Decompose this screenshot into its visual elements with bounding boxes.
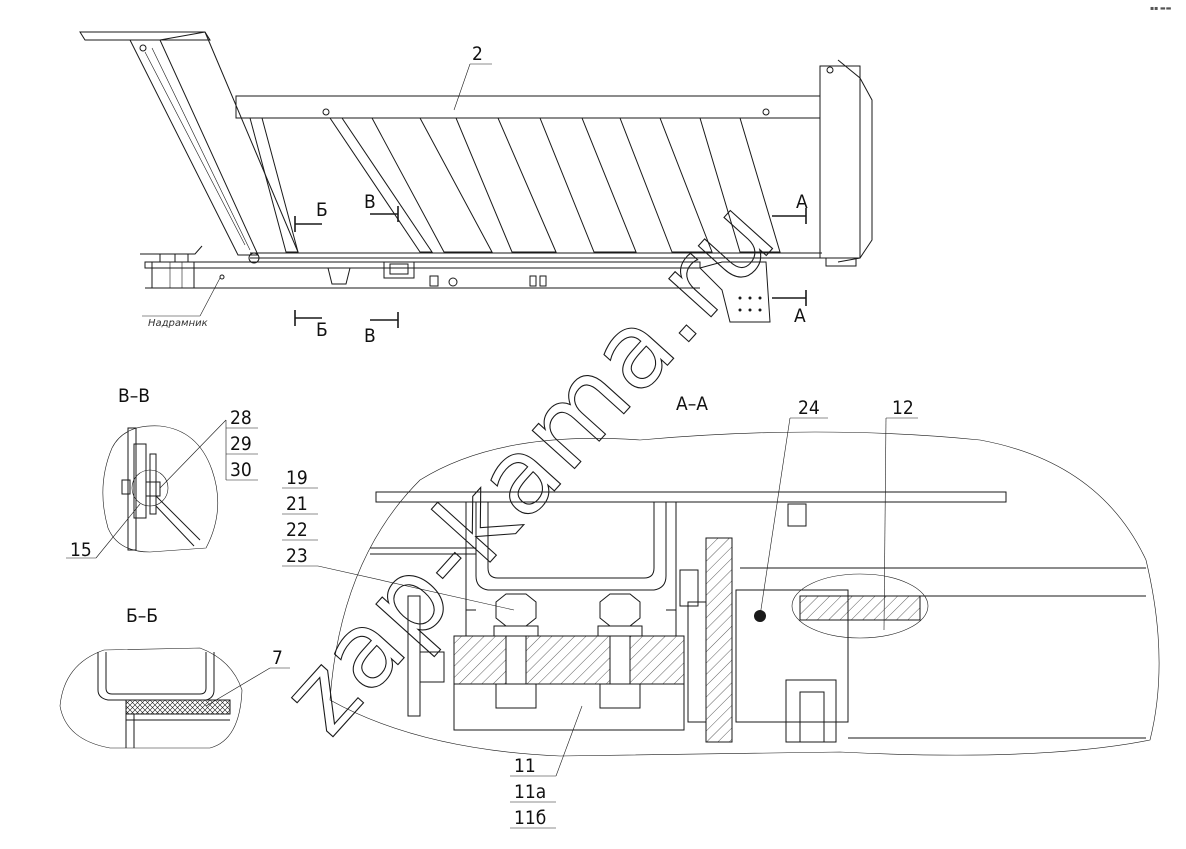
dump-body-view: 2 Б Б В В А А Надрамник bbox=[79, 31, 873, 347]
section-vv-title: В–В bbox=[118, 385, 150, 407]
label-item-30: 30 bbox=[230, 459, 252, 481]
front-bracket bbox=[699, 261, 771, 323]
section-vv: В–В 28 29 30 15 bbox=[66, 385, 258, 561]
section-bb-title: Б–Б bbox=[126, 605, 158, 627]
subframe-top bbox=[144, 261, 701, 269]
cut-mark-b-bottom: Б bbox=[316, 319, 328, 341]
tailgate-top-plate bbox=[79, 31, 211, 41]
pivot-pin bbox=[248, 252, 260, 264]
side-ribs bbox=[249, 117, 781, 253]
body-top-rail bbox=[235, 95, 821, 119]
label-subframe: Надрамник bbox=[148, 318, 208, 329]
label-item-2: 2 bbox=[472, 43, 483, 65]
label-item-15: 15 bbox=[70, 539, 92, 561]
cut-mark-v-top: В bbox=[364, 191, 376, 213]
label-item-23: 23 bbox=[286, 545, 308, 567]
front-bracket-bolts bbox=[738, 296, 762, 312]
section-bb: Б–Б 7 bbox=[59, 605, 290, 749]
cut-mark-a-top: А bbox=[796, 191, 808, 213]
tailgate bbox=[129, 39, 259, 256]
corner-mark: ▪▪ ▬▬ bbox=[1150, 5, 1172, 12]
label-item-12: 12 bbox=[892, 397, 914, 419]
aa-clamp-plate bbox=[453, 635, 685, 685]
section-aa: А–А bbox=[282, 393, 1160, 829]
label-item-28: 28 bbox=[230, 407, 252, 429]
headboard bbox=[819, 65, 861, 259]
label-item-11b: 11б bbox=[514, 807, 546, 829]
cut-mark-a-bottom: А bbox=[794, 305, 806, 327]
label-item-11a: 11а bbox=[514, 781, 546, 803]
label-item-19: 19 bbox=[286, 467, 308, 489]
aa-top-plate bbox=[375, 491, 1007, 503]
section-aa-title: А–А bbox=[676, 393, 708, 415]
label-item-7: 7 bbox=[272, 647, 283, 669]
label-item-22: 22 bbox=[286, 519, 308, 541]
cut-mark-b-top: Б bbox=[316, 199, 328, 221]
label-item-24: 24 bbox=[798, 397, 820, 419]
label-item-29: 29 bbox=[230, 433, 252, 455]
aa-bolts bbox=[493, 593, 643, 709]
aa-cylinder bbox=[735, 589, 849, 723]
label-item-11: 11 bbox=[514, 755, 536, 777]
label-item-21: 21 bbox=[286, 493, 308, 515]
cut-mark-v-bottom: В bbox=[364, 325, 376, 347]
